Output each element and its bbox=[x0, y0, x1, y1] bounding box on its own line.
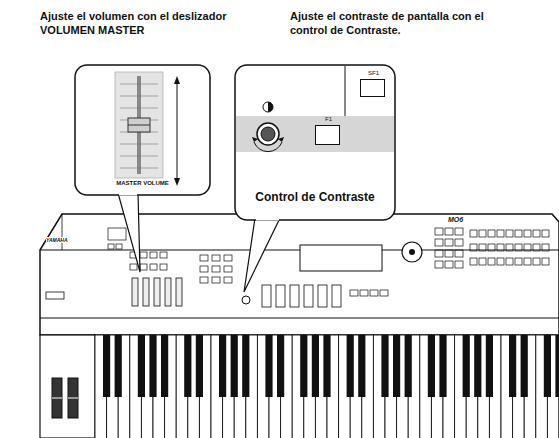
black-key bbox=[428, 335, 435, 397]
panel-button bbox=[370, 290, 378, 296]
black-key bbox=[323, 335, 330, 397]
panel-button bbox=[524, 230, 531, 237]
black-key bbox=[509, 335, 516, 397]
button-label: SF1 bbox=[361, 70, 386, 77]
control-label: Control de Contraste bbox=[235, 191, 395, 204]
sf1-button: SF1 bbox=[360, 79, 385, 97]
panel-button bbox=[435, 250, 443, 257]
black-key bbox=[439, 335, 446, 397]
black-key bbox=[463, 335, 470, 397]
black-key bbox=[138, 335, 145, 397]
black-key bbox=[544, 335, 551, 397]
instruction-text: Ajuste el volumen con el deslizador VOLU… bbox=[40, 10, 230, 38]
panel-button bbox=[470, 258, 477, 265]
panel-button bbox=[506, 244, 513, 251]
panel-button bbox=[455, 239, 463, 246]
f1-button: F1 bbox=[315, 125, 340, 145]
panel-button bbox=[542, 258, 549, 265]
panel-button bbox=[445, 261, 453, 268]
panel-button bbox=[497, 258, 504, 265]
black-key bbox=[265, 335, 272, 397]
panel-button bbox=[455, 228, 463, 235]
black-key bbox=[486, 335, 493, 397]
black-key bbox=[196, 335, 203, 397]
black-key bbox=[358, 335, 365, 397]
panel-button bbox=[542, 244, 549, 251]
black-key bbox=[184, 335, 191, 397]
black-key bbox=[521, 335, 528, 397]
brand-logo: YAMAHA bbox=[46, 237, 68, 243]
panel-button bbox=[515, 230, 522, 237]
panel-button bbox=[479, 244, 486, 251]
panel-button bbox=[497, 230, 504, 237]
black-key bbox=[347, 335, 354, 397]
black-key bbox=[393, 335, 400, 397]
panel-button bbox=[506, 258, 513, 265]
panel-button bbox=[445, 250, 453, 257]
panel-button bbox=[506, 230, 513, 237]
panel-button bbox=[533, 244, 540, 251]
panel-button bbox=[470, 244, 477, 251]
button-label: F1 bbox=[316, 116, 341, 123]
black-key bbox=[277, 335, 284, 397]
panel-button bbox=[488, 258, 495, 265]
panel-label: MASTER VOLUME bbox=[75, 180, 210, 187]
black-key bbox=[149, 335, 156, 397]
black-key bbox=[300, 335, 307, 397]
panel-button bbox=[360, 290, 368, 296]
black-key bbox=[405, 335, 412, 397]
panel-button bbox=[435, 228, 443, 235]
volume-callout: MASTER VOLUME bbox=[75, 65, 210, 195]
panel-button bbox=[488, 230, 495, 237]
black-key bbox=[161, 335, 168, 397]
black-key bbox=[312, 335, 319, 397]
instruction-text: Ajuste el contraste de pantalla con el c… bbox=[290, 10, 518, 38]
panel-button bbox=[470, 230, 477, 237]
panel-button bbox=[524, 244, 531, 251]
panel-button bbox=[479, 230, 486, 237]
panel-button bbox=[445, 239, 453, 246]
model-logo: MO6 bbox=[448, 216, 463, 225]
panel-button bbox=[524, 258, 531, 265]
panel-button bbox=[515, 244, 522, 251]
panel-button bbox=[497, 244, 504, 251]
black-key bbox=[242, 335, 249, 397]
panel-button bbox=[435, 261, 443, 268]
panel-button bbox=[455, 250, 463, 257]
panel-button bbox=[435, 239, 443, 246]
panel-button bbox=[542, 230, 549, 237]
black-key bbox=[103, 335, 110, 397]
panel-button bbox=[488, 244, 495, 251]
panel-button bbox=[533, 258, 540, 265]
panel-button bbox=[455, 261, 463, 268]
contrast-callout: Control de Contraste SF1F1 bbox=[235, 65, 395, 220]
panel-button bbox=[533, 230, 540, 237]
panel-button bbox=[479, 258, 486, 265]
black-key bbox=[219, 335, 226, 397]
black-key bbox=[115, 335, 122, 397]
panel-button bbox=[445, 228, 453, 235]
black-key bbox=[555, 335, 559, 397]
panel-button bbox=[350, 290, 358, 296]
panel-button bbox=[515, 258, 522, 265]
black-key bbox=[381, 335, 388, 397]
panel-button bbox=[380, 290, 388, 296]
black-key bbox=[231, 335, 238, 397]
black-key bbox=[474, 335, 481, 397]
